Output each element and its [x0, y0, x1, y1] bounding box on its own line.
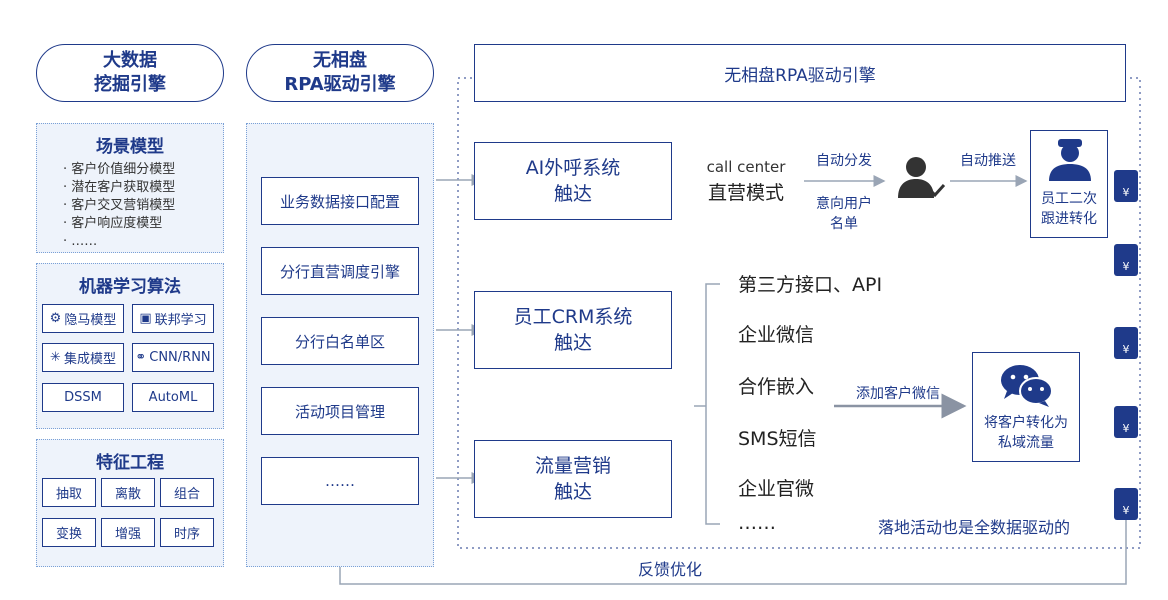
ml-item-label: CNN/RNN: [149, 350, 211, 365]
network-icon: ✳: [50, 350, 61, 365]
staff-icon: [1049, 139, 1091, 181]
ml-item-label: 联邦学习: [154, 313, 207, 328]
intent-user-label: 意向用户 名单: [804, 194, 884, 234]
big-data-engine-header: 大数据 挖掘引擎: [36, 44, 224, 102]
coin-icon: ¥: [1114, 170, 1138, 202]
list-item: 潜在客户获取模型: [63, 179, 223, 197]
coin-icon: ¥: [1114, 244, 1138, 276]
verified-user-icon: [898, 157, 946, 198]
scene-model-list: 客户价值细分模型 潜在客户获取模型 客户交叉营销模型 客户响应度模型 ……: [63, 161, 223, 251]
crm-list-item: 企业官微: [738, 478, 815, 500]
feature-title: 特征工程: [96, 453, 164, 473]
add-wechat-label: 添加客户微信: [856, 386, 940, 402]
scene-model-title: 场景模型: [96, 137, 164, 157]
list-item: ……: [63, 233, 223, 251]
channel-label: 触达: [553, 332, 592, 354]
ml-item-label: 集成模型: [63, 352, 116, 367]
private-line: 私域流量: [998, 435, 1054, 451]
ml-item-dssm: DSSM: [42, 383, 124, 412]
feature-item: 变换: [42, 518, 96, 547]
rpa-engine-header: 无相盘 RPA驱动引擎: [246, 44, 434, 102]
coin-icon: ¥: [1114, 327, 1138, 359]
ml-item-hmm: ⚙隐马模型: [42, 304, 124, 333]
feature-item: 离散: [101, 478, 155, 507]
engine-title: 无相盘RPA驱动引擎: [474, 44, 1126, 102]
rpa-item-dispatch-engine: 分行直营调度引擎: [261, 247, 419, 295]
feature-item: 增强: [101, 518, 155, 547]
header-line-1: 无相盘: [313, 50, 367, 71]
list-item: 客户价值细分模型: [63, 161, 223, 179]
channel-label: 员工CRM系统: [513, 306, 633, 328]
header-line-2: RPA驱动引擎: [284, 74, 396, 95]
ml-item-label: DSSM: [64, 390, 102, 405]
intent-line: 意向用户: [816, 196, 872, 212]
call-center-label: call center: [706, 158, 786, 176]
list-item: 客户交叉营销模型: [63, 197, 223, 215]
list-item: 客户响应度模型: [63, 215, 223, 233]
ml-item-label: 隐马模型: [64, 313, 117, 328]
rpa-item-whitelist: 分行白名单区: [261, 317, 419, 365]
direct-mode-label: 直营模式: [707, 182, 784, 204]
private-traffic-box: 将客户转化为 私域流量: [972, 352, 1080, 462]
crm-list-item: ……: [738, 512, 776, 534]
intent-line: 名单: [830, 216, 858, 232]
private-traffic-label: 将客户转化为 私域流量: [973, 413, 1079, 453]
staff-followup-box: 员工二次 跟进转化: [1030, 130, 1108, 238]
channel-label: 触达: [553, 481, 592, 503]
ml-item-ensemble: ✳集成模型: [42, 343, 124, 372]
feature-item: 抽取: [42, 478, 96, 507]
feedback-label: 反馈优化: [638, 560, 703, 579]
cnn-icon: ⚭: [135, 350, 147, 365]
crm-list-item: 企业微信: [738, 324, 815, 346]
ml-title: 机器学习算法: [79, 277, 181, 297]
gear-icon: ⚙: [49, 311, 62, 326]
channel-traffic: 流量营销 触达: [474, 440, 672, 518]
auto-dispatch-label: 自动分发: [816, 153, 872, 169]
crm-bracket: [694, 283, 720, 525]
channel-crm: 员工CRM系统 触达: [474, 291, 672, 369]
crm-list-item: 合作嵌入: [738, 376, 815, 398]
channel-ai-call: AI外呼系统 触达: [474, 142, 672, 220]
auto-push-label: 自动推送: [960, 153, 1016, 169]
ml-item-label: AutoML: [148, 390, 198, 405]
channel-label: AI外呼系统: [525, 157, 621, 179]
federated-icon: ▣: [139, 311, 152, 326]
staff-line: 跟进转化: [1041, 211, 1097, 227]
feature-item: 组合: [160, 478, 214, 507]
staff-line: 员工二次: [1041, 191, 1097, 207]
rpa-item-project-mgmt: 活动项目管理: [261, 387, 419, 435]
crm-list-item: SMS短信: [738, 428, 817, 450]
rpa-item-more: ……: [261, 457, 419, 505]
private-line: 将客户转化为: [984, 415, 1068, 431]
crm-list-item: 第三方接口、API: [738, 274, 883, 296]
channel-label: 触达: [553, 183, 592, 205]
coin-icon: ¥: [1114, 488, 1138, 520]
feedback-loop: [334, 520, 1127, 585]
coin-icon: ¥: [1114, 406, 1138, 438]
staff-label: 员工二次 跟进转化: [1031, 189, 1107, 229]
ml-item-automl: AutoML: [132, 383, 214, 412]
scene-model-panel: 场景模型 客户价值细分模型 潜在客户获取模型 客户交叉营销模型 客户响应度模型 …: [36, 123, 224, 253]
footer-note: 落地活动也是全数据驱动的: [878, 518, 1071, 537]
ml-item-cnn: ⚭CNN/RNN: [132, 343, 214, 372]
header-line-1: 大数据: [103, 50, 157, 71]
wechat-icon: [1001, 365, 1053, 407]
header-line-2: 挖掘引擎: [94, 74, 166, 95]
rpa-item-interface-config: 业务数据接口配置: [261, 177, 419, 225]
ml-item-federated: ▣联邦学习: [132, 304, 214, 333]
feature-item: 时序: [160, 518, 214, 547]
channel-label: 流量营销: [534, 455, 611, 477]
